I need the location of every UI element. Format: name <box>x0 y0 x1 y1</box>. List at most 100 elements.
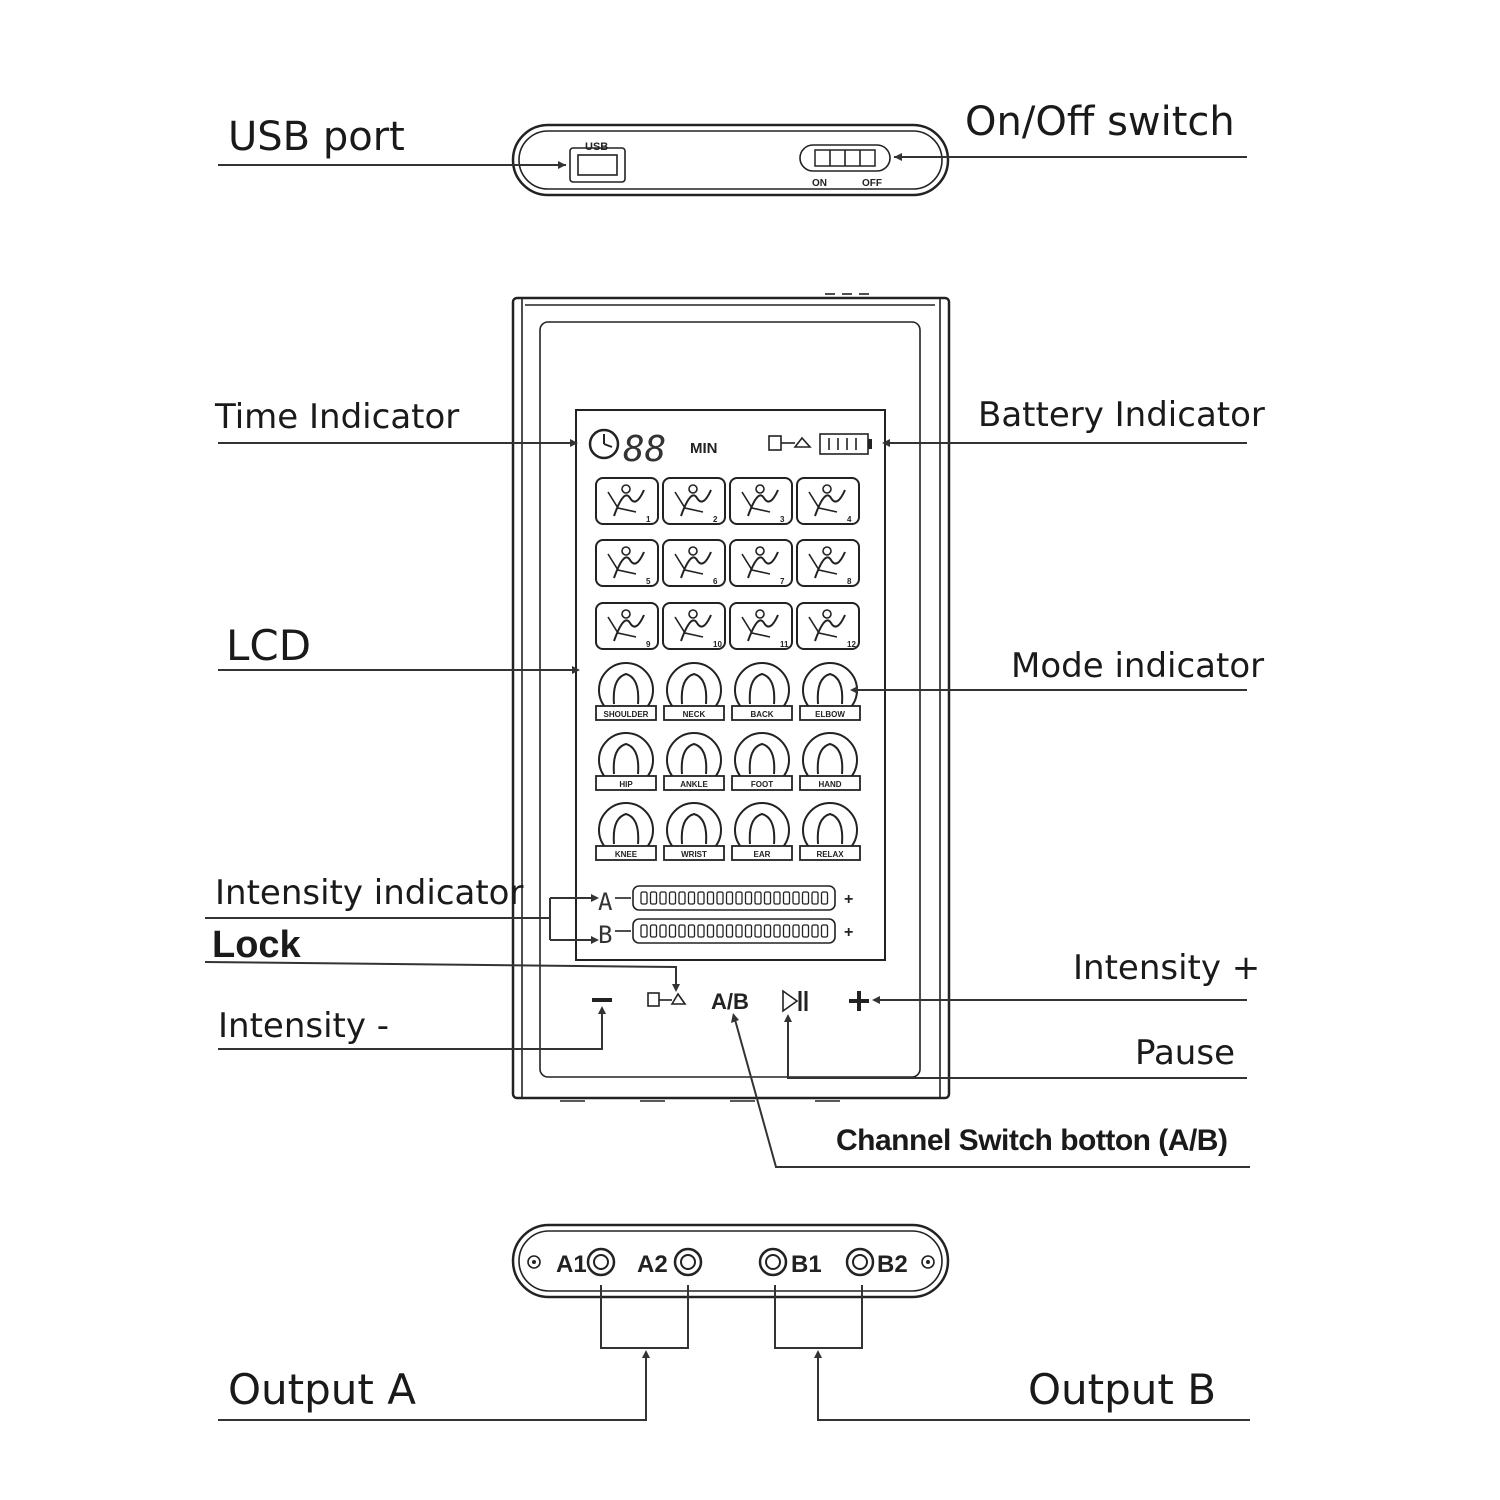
intensity-segment <box>687 924 696 938</box>
lock-leader <box>204 961 677 990</box>
intensity-bar-a: A + <box>598 885 853 916</box>
intensity-segment <box>706 924 715 938</box>
jack-b1[interactable] <box>758 1247 788 1277</box>
body-part-label: HIP <box>619 780 633 789</box>
intensity-segment <box>773 891 781 905</box>
channel-b-plus: + <box>844 924 853 941</box>
off-text: OFF <box>862 178 882 189</box>
output-a-bracket <box>600 1285 689 1349</box>
on-off-switch-icon: ON OFF <box>799 144 891 189</box>
body-part-icon: KNEE <box>595 802 657 861</box>
lock-label: Lock <box>212 924 302 966</box>
button-row: A/B <box>592 989 869 1014</box>
program-tile: 7 <box>729 539 793 587</box>
intensity-segment <box>659 924 667 938</box>
body-part-icon: ELBOW <box>799 662 861 721</box>
program-tile: 4 <box>796 477 860 525</box>
body-part-label: WRIST <box>681 850 707 859</box>
output-b-label: Output B <box>1028 1365 1216 1414</box>
intensity-segment <box>773 924 781 938</box>
program-number: 1 <box>646 515 651 524</box>
intensity-segment <box>735 924 743 938</box>
intensity-segment <box>744 891 753 905</box>
intensity-segment <box>792 924 800 938</box>
intensity-segment <box>735 891 743 905</box>
intensity-segment <box>706 891 715 905</box>
intensity-minus-label: Intensity - <box>218 1006 389 1046</box>
program-tile: 2 <box>662 477 726 525</box>
ab-button[interactable]: A/B <box>711 989 749 1014</box>
intensity-segment <box>640 924 648 938</box>
intensity-minus-leader <box>218 1008 603 1050</box>
body-part-label: KNEE <box>615 850 638 859</box>
program-number: 5 <box>646 577 651 586</box>
intensity-segment <box>801 924 810 938</box>
time-indicator-label: Time Indicator <box>214 397 459 437</box>
clock-icon <box>588 428 620 460</box>
intensity-segment <box>763 891 772 905</box>
channel-switch-leader <box>733 1015 1250 1168</box>
intensity-segment <box>716 891 724 905</box>
intensity-segment <box>640 891 648 905</box>
usb-port-label: USB port <box>228 114 405 160</box>
intensity-plus-label: Intensity + <box>1073 948 1260 988</box>
intensity-segment <box>668 924 677 938</box>
intensity-plus-button[interactable] <box>849 991 869 1011</box>
program-number: 7 <box>780 577 785 586</box>
jack-a1[interactable] <box>586 1247 616 1277</box>
usb-port-text: USB <box>585 141 608 153</box>
intensity-segment <box>754 924 762 938</box>
mode-indicator-label: Mode indicator <box>1011 646 1264 686</box>
pause-label: Pause <box>1135 1033 1235 1073</box>
body-part-icon: HIP <box>595 732 657 791</box>
output-a-leader <box>218 1352 647 1421</box>
lock-button[interactable] <box>647 992 687 1007</box>
intensity-segment <box>820 891 829 905</box>
program-tile: 3 <box>729 477 793 525</box>
output-b-bracket <box>774 1285 863 1349</box>
program-number: 10 <box>713 640 722 649</box>
intensity-segment <box>716 924 724 938</box>
intensity-segment <box>725 924 734 938</box>
jack-a1-label: A1 <box>556 1251 587 1278</box>
intensity-segment <box>678 891 686 905</box>
body-part-icon: WRIST <box>663 802 725 861</box>
intensity-segment <box>678 924 686 938</box>
intensity-segment <box>811 891 819 905</box>
device-top-view: USB ON OFF <box>511 123 950 197</box>
body-part-icon: FOOT <box>731 732 793 791</box>
program-number: 3 <box>780 515 785 524</box>
channel-a-plus: + <box>844 891 853 908</box>
intensity-segment <box>820 924 829 938</box>
jack-b2-label: B2 <box>877 1251 908 1278</box>
jack-a2[interactable] <box>673 1247 703 1277</box>
intensity-segment <box>782 924 791 938</box>
program-tile: 6 <box>662 539 726 587</box>
program-number: 12 <box>847 640 856 649</box>
intensity-segment <box>782 891 791 905</box>
channel-switch-label: Channel Switch botton (A/B) <box>836 1124 1227 1157</box>
program-tile: 11 <box>729 602 793 650</box>
intensity-segment <box>811 924 819 938</box>
intensity-segment <box>725 891 734 905</box>
body-part-label: NECK <box>683 710 706 719</box>
body-part-icon: ANKLE <box>663 732 725 791</box>
body-part-label: BACK <box>750 710 773 719</box>
intensity-segment <box>744 924 753 938</box>
lcd-label: LCD <box>226 621 311 670</box>
pause-leader <box>787 1016 1247 1079</box>
program-number: 6 <box>713 577 718 586</box>
jack-a2-label: A2 <box>637 1251 668 1278</box>
jack-b1-label: B1 <box>791 1251 822 1278</box>
channel-a-letter: A <box>598 888 613 916</box>
jack-b2[interactable] <box>845 1247 875 1277</box>
program-number: 8 <box>847 577 852 586</box>
body-part-icon: RELAX <box>799 802 861 861</box>
time-digits: 88 <box>623 429 666 470</box>
play-pause-button[interactable] <box>782 989 808 1013</box>
body-part-label: HAND <box>818 780 841 789</box>
on-text: ON <box>812 178 827 189</box>
intensity-segment <box>649 924 658 938</box>
